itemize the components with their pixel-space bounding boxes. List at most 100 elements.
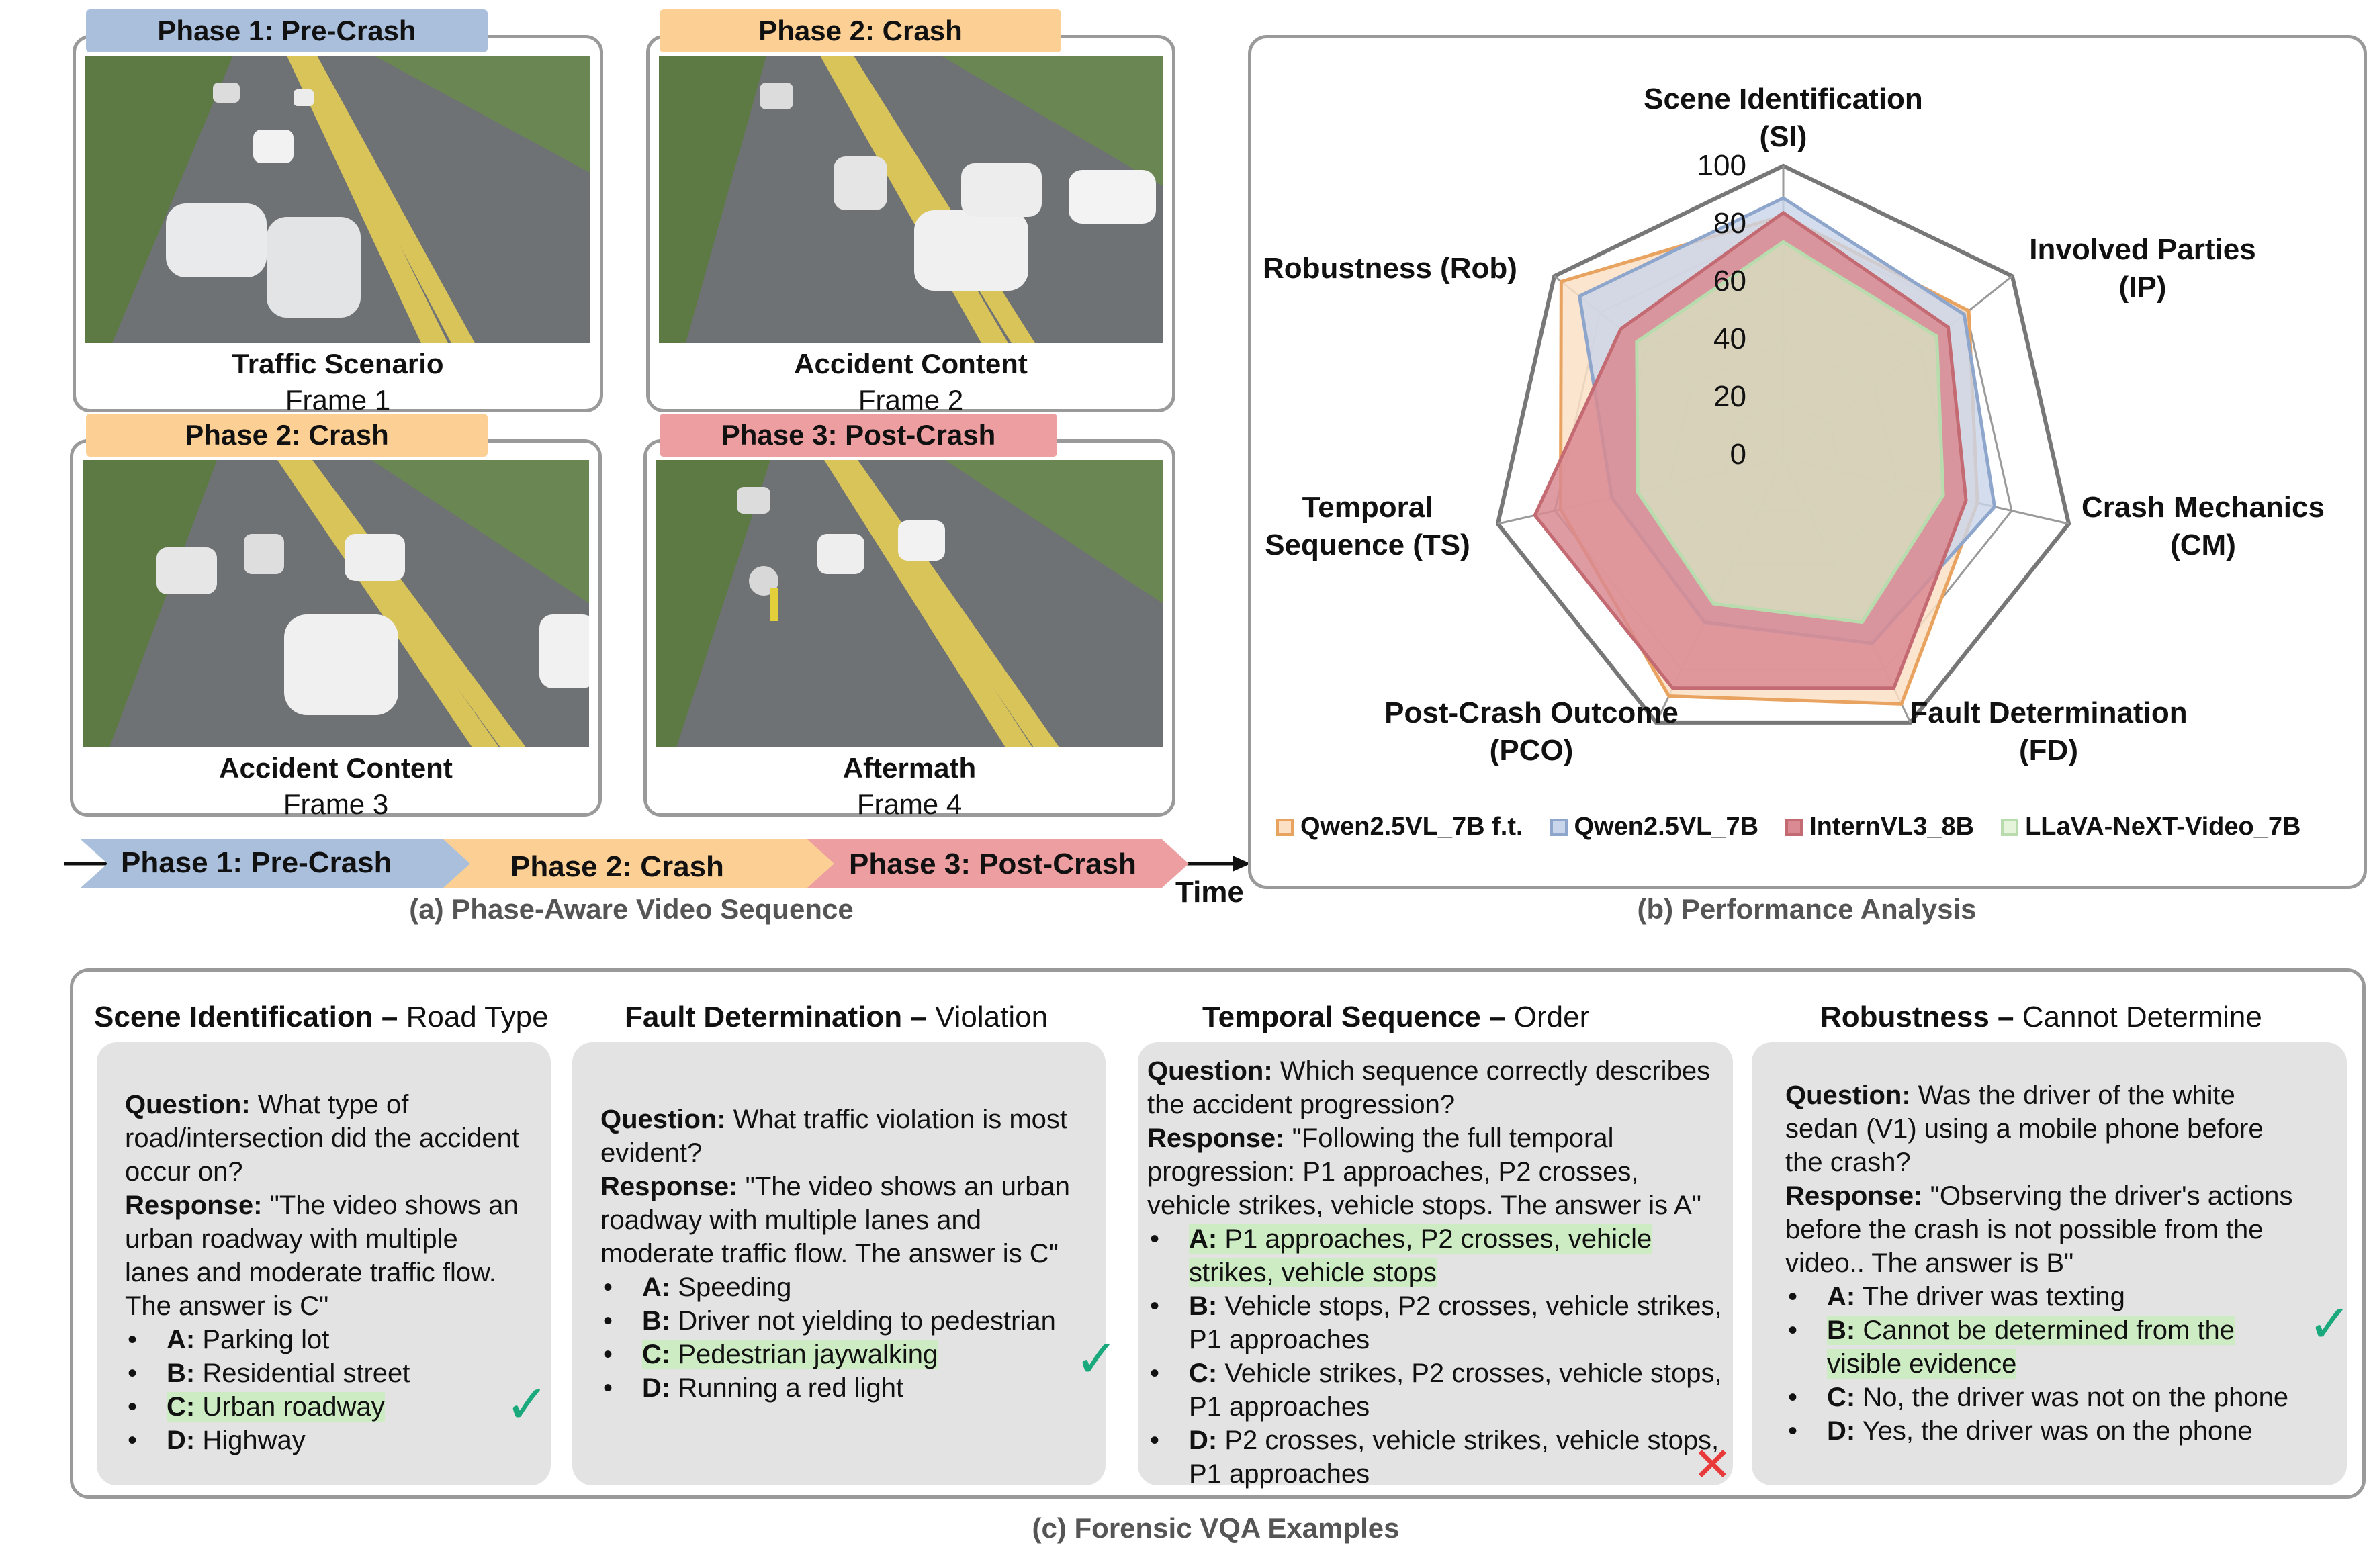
radar-series: [1533, 196, 1997, 706]
example-title-rest-2: Violation: [926, 1001, 1048, 1033]
example-title-bold-1: Scene Identification –: [94, 1001, 398, 1033]
response-1: Response: "The video shows an urban road…: [125, 1191, 519, 1321]
radar-axis-ts: Temporal Sequence (TS): [1265, 491, 1470, 561]
option-1-b: B: Residential street: [125, 1356, 523, 1390]
phase-tab-3: Phase 2: Crash: [86, 414, 488, 457]
option-2-a: A: Speeding: [600, 1271, 1077, 1304]
example-title-2: Fault Determination – Violation: [625, 1001, 1048, 1034]
question-4: Question: Was the driver of the white se…: [1785, 1080, 2264, 1177]
example-title-4: Robustness – Cannot Determine: [1820, 1001, 2262, 1034]
frame-card-3: Accident Content Frame 3: [70, 439, 602, 820]
frame-image-2: [659, 56, 1163, 343]
frame-card-4: Aftermath Frame 4: [643, 439, 1175, 820]
option-3-b: B: Vehicle stops, P2 crosses, vehicle st…: [1147, 1289, 1725, 1356]
option-3-c: C: Vehicle strikes, P2 crosses, vehicle …: [1147, 1356, 1725, 1424]
response-3: Response: "Following the full temporal p…: [1147, 1123, 1701, 1220]
legend-label-internvl: InternVL3_8B: [1809, 813, 1975, 841]
example-card-3: Question: Which sequence correctly descr…: [1138, 1042, 1733, 1489]
timeline-phase-3-label: Phase 3: Post-Crash: [849, 847, 1136, 880]
frame-number-3: Frame 3: [283, 788, 389, 820]
phase-tab-1: Phase 1: Pre-Crash: [86, 9, 488, 52]
frame-title-4: Aftermath: [842, 752, 977, 784]
radar-axis-pco: Post-Crash Outcome (PCO): [1384, 696, 1679, 767]
example-title-1: Scene Identification – Road Type: [94, 1001, 549, 1034]
radar-axis-si: Scene Identification (SI): [1644, 83, 1923, 153]
caption-c: (c) Forensic VQA Examples: [1032, 1512, 1400, 1544]
option-4-b: B: Cannot be determined from the visible…: [1785, 1313, 2307, 1381]
timeline-phase-3-arrow: [807, 839, 1189, 888]
radar-tick-80: 80: [1713, 207, 1746, 240]
example-title-bold-2: Fault Determination –: [625, 1001, 927, 1033]
radar-axis-fd: Fault Determination (FD): [1910, 696, 2188, 767]
options-3: A: P1 approaches, P2 crosses, vehicle st…: [1147, 1222, 1725, 1491]
frame-image-1: [85, 56, 590, 343]
timeline-phase-1-label: Phase 1: Pre-Crash: [121, 846, 392, 879]
example-card-2: Question: What traffic violation is most…: [572, 1042, 1106, 1485]
radar-tick-0: 0: [1730, 438, 1746, 471]
option-4-a: A: The driver was texting: [1785, 1280, 2307, 1313]
option-4-c: C: No, the driver was not on the phone: [1785, 1381, 2307, 1414]
time-label: Time: [1175, 876, 1244, 909]
caption-b: (b) Performance Analysis: [1637, 893, 1977, 925]
legend-swatch-qwen-ft: [1276, 818, 1294, 836]
legend-swatch-qwen: [1550, 818, 1568, 836]
timeline-phase-2-arrow: [443, 839, 853, 888]
panel-b: [1248, 35, 2367, 889]
example-title-rest-1: Road Type: [398, 1001, 549, 1033]
radar-ring-100: [1495, 163, 2071, 725]
panel-c: [70, 968, 2366, 1499]
timeline-phase-2-label: Phase 2: Crash: [510, 850, 724, 883]
radar-axis-rob: Robustness (Rob): [1263, 252, 1517, 285]
frame-number-4: Frame 4: [856, 788, 963, 820]
check-icon-4: ✓: [2308, 1294, 2352, 1353]
legend-item-llava: LLaVA-NeXT-Video_7B: [2001, 813, 2300, 841]
frame-title-1: Traffic Scenario: [232, 348, 444, 379]
timeline-arrows: [64, 839, 1251, 888]
options-2: A: Speeding B: Driver not yielding to pe…: [600, 1271, 1077, 1405]
frame-number-2: Frame 2: [858, 384, 964, 416]
frame-number-1: Frame 1: [285, 384, 391, 416]
caption-a: (a) Phase-Aware Video Sequence: [409, 893, 854, 925]
question-1: Question: What type of road/intersection…: [125, 1090, 520, 1187]
radar-axis-ip: Involved Parties (IP): [2029, 233, 2256, 304]
radar-tick-20: 20: [1713, 380, 1746, 413]
response-4: Response: "Observing the driver's action…: [1785, 1181, 2293, 1278]
option-2-b: B: Driver not yielding to pedestrian: [600, 1304, 1077, 1338]
option-2-c: C: Pedestrian jaywalking: [600, 1338, 1077, 1371]
radar-tick-40: 40: [1713, 322, 1746, 355]
option-3-d: D: P2 crosses, vehicle strikes, vehicle …: [1147, 1424, 1725, 1491]
frame-image-4: [656, 460, 1163, 747]
frame-title-2: Accident Content: [794, 348, 1028, 379]
legend-item-internvl: InternVL3_8B: [1785, 813, 1974, 841]
example-card-4: Question: Was the driver of the white se…: [1752, 1042, 2347, 1485]
radar-tick-100: 100: [1697, 149, 1746, 182]
options-1: A: Parking lot B: Residential street C: …: [125, 1323, 523, 1457]
radar-axis-cm: Crash Mechanics (CM): [2082, 491, 2325, 561]
radar-tick-60: 60: [1713, 265, 1746, 297]
phase-tab-4: Phase 3: Post-Crash: [660, 414, 1057, 457]
option-1-a: A: Parking lot: [125, 1323, 523, 1356]
options-4: A: The driver was texting B: Cannot be d…: [1785, 1280, 2307, 1448]
legend-item-qwen: Qwen2.5VL_7B: [1550, 813, 1759, 841]
option-4-d: D: Yes, the driver was on the phone: [1785, 1414, 2307, 1448]
frame-title-3: Accident Content: [219, 752, 453, 784]
legend-label-llava: LLaVA-NeXT-Video_7B: [2025, 813, 2301, 841]
phase-tab-2: Phase 2: Crash: [660, 9, 1061, 52]
legend-label-qwen-ft: Qwen2.5VL_7B f.t.: [1300, 813, 1523, 841]
radar-series-3: [1635, 240, 1945, 625]
option-1-c: C: Urban roadway: [125, 1390, 523, 1424]
example-title-rest-4: Cannot Determine: [2014, 1001, 2262, 1033]
legend-item-qwen-ft: Qwen2.5VL_7B f.t.: [1276, 813, 1523, 841]
frame-image-3: [83, 460, 589, 747]
timeline-phase-1-arrow: [81, 839, 490, 888]
option-2-d: D: Running a red light: [600, 1371, 1077, 1405]
radar-legend: Qwen2.5VL_7B f.t. Qwen2.5VL_7B InternVL3…: [1276, 813, 2300, 841]
question-2: Question: What traffic violation is most…: [600, 1105, 1067, 1168]
legend-swatch-llava: [2001, 818, 2019, 836]
frame-card-2: Accident Content Frame 2: [646, 35, 1175, 416]
option-3-a: A: P1 approaches, P2 crosses, vehicle st…: [1147, 1222, 1725, 1289]
example-title-bold-3: Temporal Sequence –: [1202, 1001, 1506, 1033]
example-title-bold-4: Robustness –: [1820, 1001, 2014, 1033]
legend-label-qwen: Qwen2.5VL_7B: [1574, 813, 1759, 841]
